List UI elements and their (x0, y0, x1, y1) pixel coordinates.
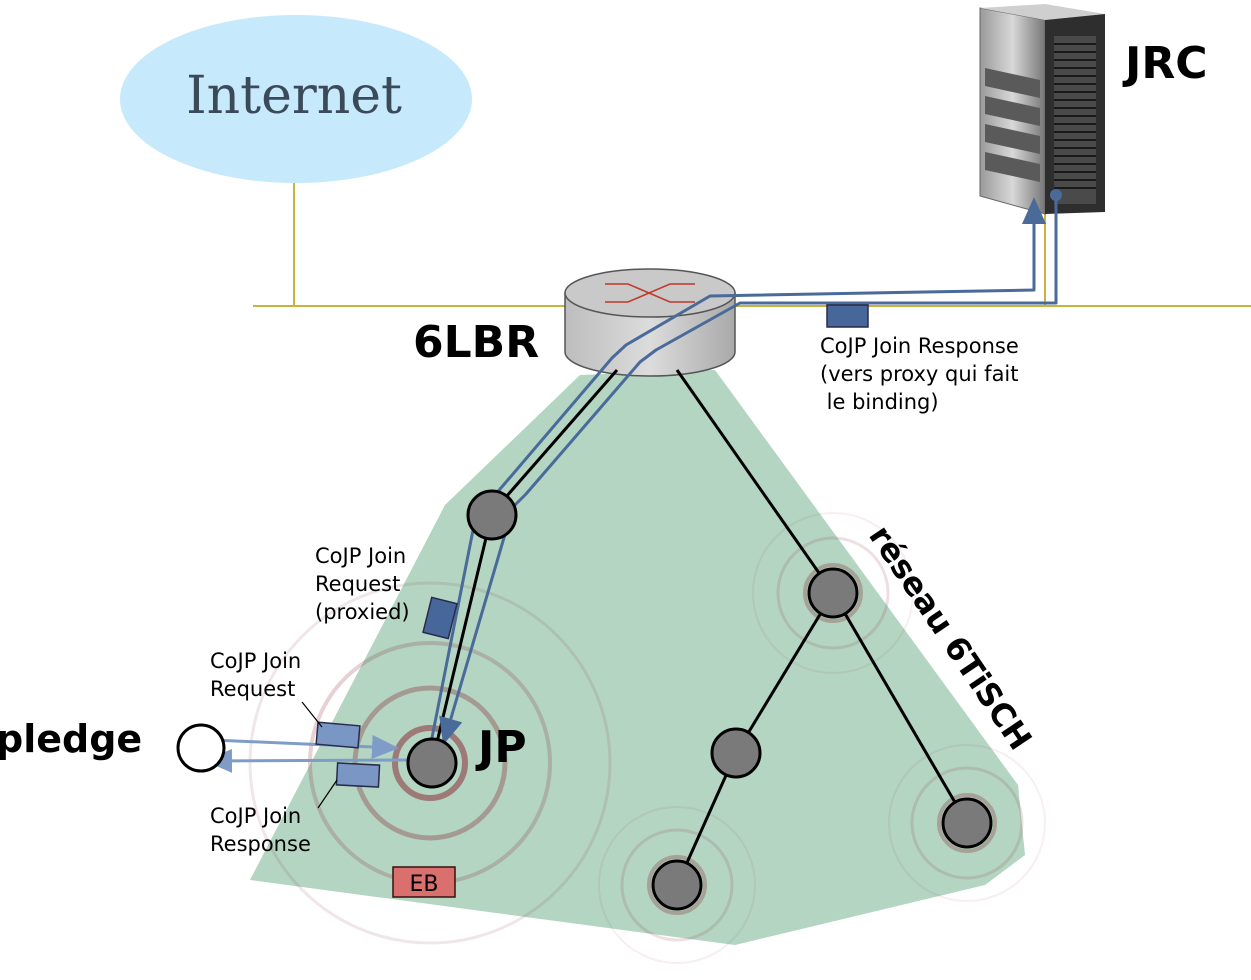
request-line-2: Request (210, 677, 295, 701)
request-proxied-line-2: Request (315, 572, 400, 596)
request-annotation: CoJP Join Request (210, 649, 308, 701)
eb-label: EB (410, 872, 439, 897)
jrc-label: JRC (1122, 38, 1208, 89)
eb-box (392, 866, 456, 898)
nodes (176, 489, 993, 911)
response-bottom-annotation: CoJP Join Response (210, 804, 311, 856)
lbr-label: 6LBR (413, 317, 539, 368)
response-callout-line (317, 779, 338, 809)
leaf-bottom-radio-waves (598, 806, 756, 964)
join-response-top-box (826, 304, 869, 328)
join-request-box (315, 721, 361, 749)
mid-node (710, 727, 762, 779)
radio-waves (248, 512, 1046, 964)
ethernet-backbone (253, 183, 1251, 307)
pledge-label: pledge (0, 717, 142, 761)
response-bottom-line-2: Response (210, 832, 311, 856)
jp-label: JP (475, 722, 527, 773)
link-lbr-relay (490, 369, 619, 514)
leaf-right-node (941, 797, 993, 849)
link-lbr-router (675, 369, 835, 594)
link-router-leaf-right (831, 592, 969, 824)
response-top-annotation: CoJP Join Response (vers proxy qui fait … (820, 334, 1025, 414)
relay-node (466, 489, 518, 541)
request-proxied-line-3: (proxied) (315, 600, 410, 624)
request-line-1: CoJP Join (210, 649, 301, 673)
tree-links (430, 369, 969, 886)
router-node (807, 567, 859, 619)
pledge-request-arrow (212, 734, 399, 759)
internet-label: Internet (186, 66, 402, 126)
request-callout-line (301, 701, 323, 728)
message-boxes (315, 304, 869, 788)
pledge-response-arrow (205, 748, 409, 773)
tisch-network-area (250, 370, 1025, 945)
router-radio-waves (752, 512, 914, 674)
jrc-server-icon (979, 4, 1105, 215)
leaf-right-radio-waves (888, 744, 1046, 902)
response-top-line-3: le binding) (820, 390, 939, 414)
lbr-router-icon (564, 268, 736, 377)
response-top-line-2: (vers proxy qui fait (820, 362, 1019, 386)
join-request-proxied-box (422, 596, 458, 640)
leaf-bottom-node (651, 859, 703, 911)
response-bottom-line-1: CoJP Join (210, 804, 301, 828)
response-top-line-1: CoJP Join Response (820, 334, 1019, 358)
link-router-mid (734, 592, 835, 754)
pledge-node (176, 723, 226, 773)
join-response-box (335, 762, 381, 788)
internet-cloud (120, 15, 472, 183)
request-proxied-line-1: CoJP Join (315, 544, 406, 568)
request-proxied-annotation: CoJP Join Request (proxied) (315, 544, 413, 624)
response-origin-dot (1050, 189, 1062, 201)
jp-node (406, 737, 458, 789)
